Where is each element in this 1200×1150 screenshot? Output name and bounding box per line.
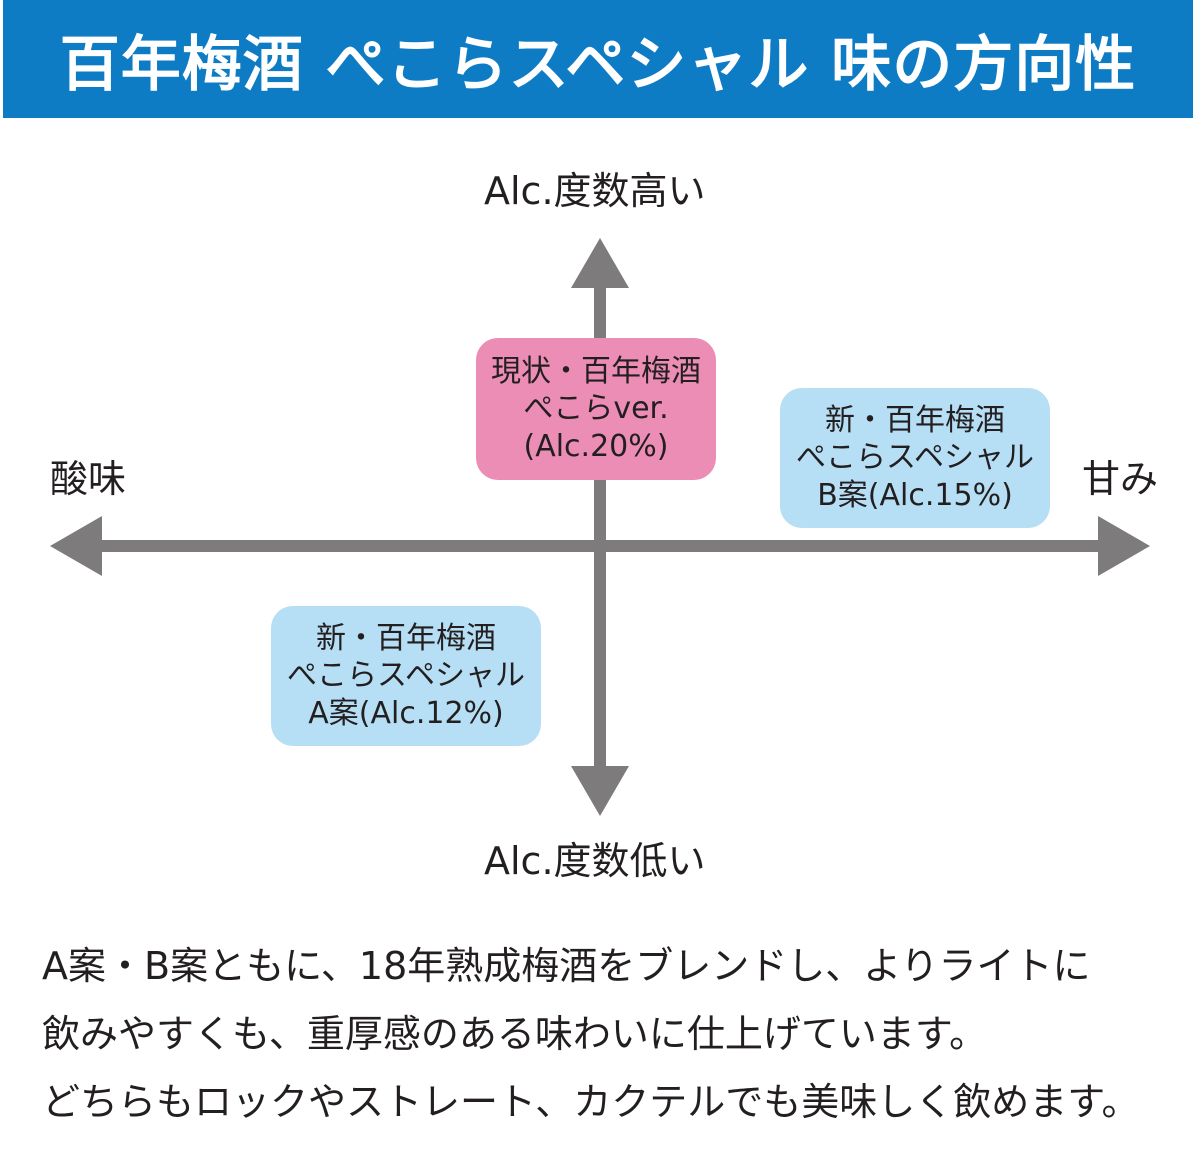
current-box-line3: (Alc.20%) [523, 428, 669, 464]
plan-a-box-line2: ぺこらスペシャル [287, 658, 525, 694]
left-arrow-icon [50, 516, 102, 576]
plan-a-box-line3: A案(Alc.12%) [308, 695, 504, 731]
plan-b-box: 新・百年梅酒 ぺこらスペシャル B案(Alc.15%) [780, 388, 1050, 528]
axis-label-right: 甘み [1082, 457, 1159, 501]
description-line1: A案・B案ともに、18年熟成梅酒をブレンドし、よりライトに [42, 944, 1091, 988]
current-box-line2: ぺこらver. [523, 391, 669, 427]
current-product-box: 現状・百年梅酒 ぺこらver. (Alc.20%) [476, 338, 716, 480]
plan-b-box-line1: 新・百年梅酒 [825, 402, 1005, 438]
axis-label-top: Alc.度数高い [484, 169, 706, 213]
description-line3: どちらもロックやストレート、カクテルでも美味しく飲めます。 [42, 1080, 1140, 1124]
down-arrow-icon [571, 766, 629, 816]
axis-label-bottom: Alc.度数低い [484, 839, 706, 883]
title-banner: 百年梅酒 ぺこらスペシャル 味の方向性 [3, 0, 1193, 118]
plan-b-box-line2: ぺこらスペシャル [796, 440, 1034, 476]
axis-label-left: 酸味 [50, 457, 127, 501]
up-arrow-icon [571, 238, 629, 288]
current-box-line1: 現状・百年梅酒 [491, 353, 701, 389]
plan-b-box-line3: B案(Alc.15%) [817, 477, 1013, 513]
plan-a-box: 新・百年梅酒 ぺこらスペシャル A案(Alc.12%) [271, 606, 541, 746]
description-text: A案・B案ともに、18年熟成梅酒をブレンドし、よりライトに 飲みやすくも、重厚感… [42, 932, 1182, 1136]
plan-a-box-line1: 新・百年梅酒 [316, 620, 496, 656]
right-arrow-icon [1098, 516, 1150, 576]
description-line2: 飲みやすくも、重厚感のある味わいに仕上げています。 [42, 1012, 988, 1056]
page-title: 百年梅酒 ぺこらスペシャル 味の方向性 [59, 29, 1137, 100]
